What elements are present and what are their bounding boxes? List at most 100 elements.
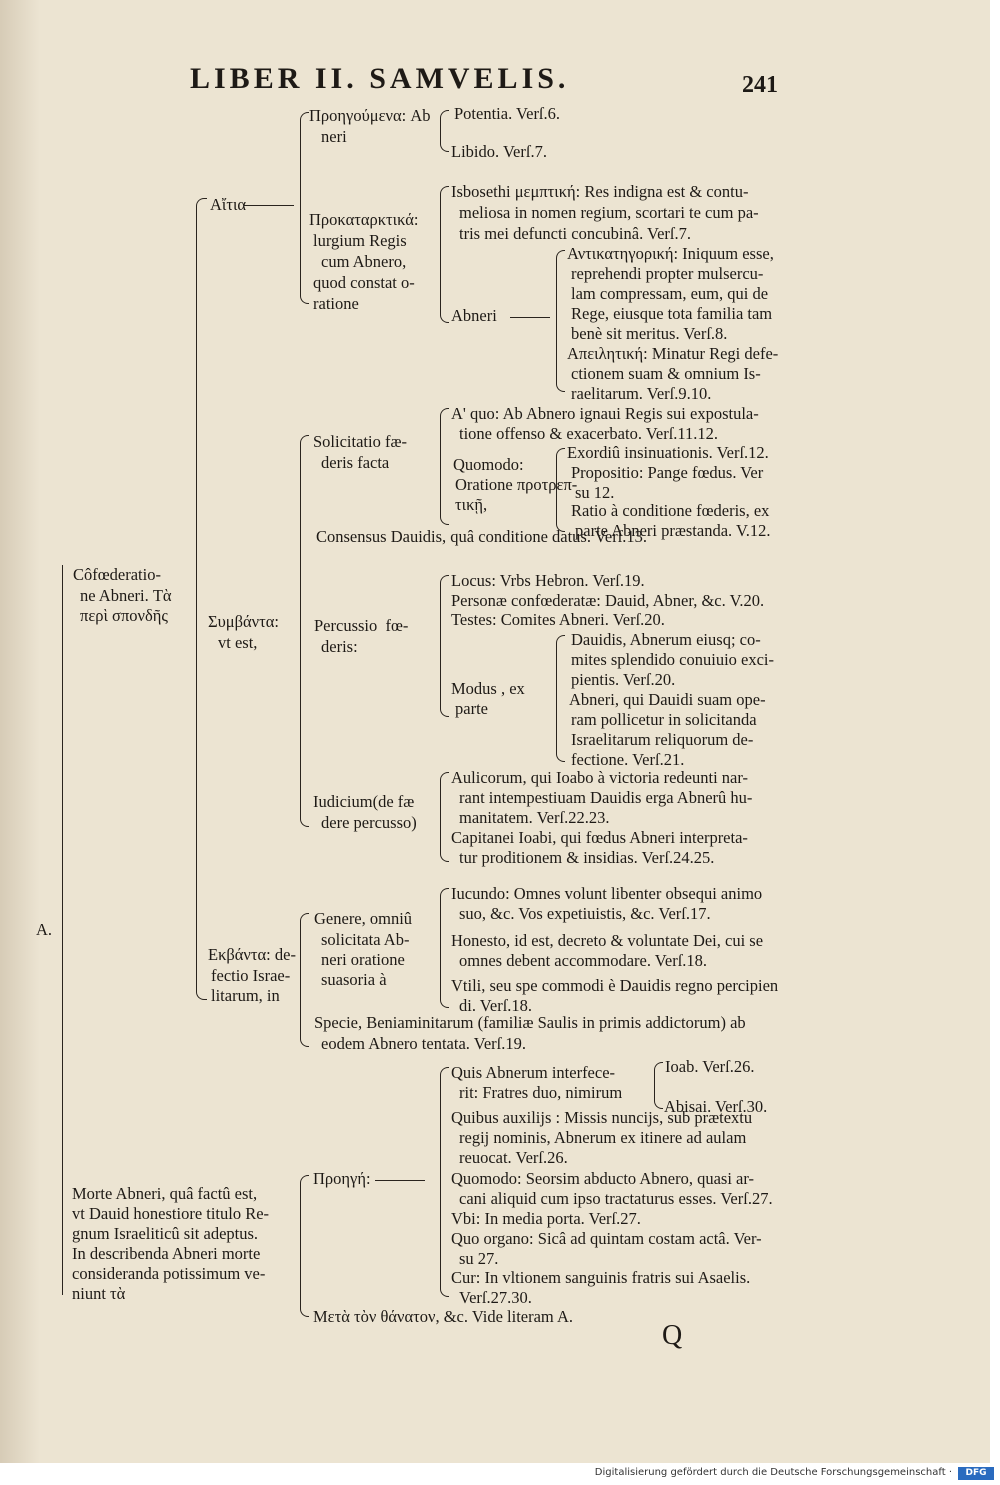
outline-line: cani aliquid cum ipso tractaturus esses.… <box>459 1189 773 1208</box>
outline-line: In describenda Abneri morte <box>72 1244 261 1263</box>
bracket-abneri <box>556 250 565 392</box>
outline-line: Honesto, id est, decreto & voluntate Dei… <box>451 931 764 950</box>
outline-line: regij nominis, Abnerum ex itinere ad aul… <box>459 1128 747 1147</box>
outline-line: Iudicium(de fæ <box>313 792 415 811</box>
outline-line: manitatem. Verſ.22.23. <box>459 808 610 827</box>
outline-line: tione offenso & exacerbato. Verſ.11.12. <box>459 424 719 443</box>
outline-line: solicitata Ab- <box>321 930 410 949</box>
outline-line: Consensus Dauidis, quâ conditione datus.… <box>316 527 648 546</box>
bracket-morte <box>300 1175 309 1317</box>
dfg-logo-icon: DFG <box>958 1467 994 1480</box>
bracket-a-root <box>62 565 63 1295</box>
outline-line: Abneri <box>451 306 497 325</box>
outline-line: Συμβάντα: <box>208 612 279 631</box>
outline-line: parte <box>455 699 488 718</box>
outline-line: ram pollicetur in solicitanda <box>571 710 757 729</box>
bracket-ekbanta <box>300 913 309 1047</box>
outline-line: litarum, in <box>211 986 280 1005</box>
outline-line: Αντικατηγορική: Iniquum esse, <box>567 244 774 263</box>
outline-line: dere percusso) <box>321 813 417 832</box>
outline-line: niunt τὰ <box>72 1284 126 1303</box>
outline-line: Quis Abnerum interfece- <box>451 1063 616 1082</box>
outline-line: consideranda potissimum ve- <box>72 1264 266 1283</box>
bracket-proegoumena <box>440 110 449 152</box>
outline-line: Isbosethi μεμπτική: Res indigna est & co… <box>451 182 749 201</box>
outline-line: Dauidis, Abnerum eiusq; co- <box>571 630 761 649</box>
outline-line: rit: Fratres duo, nimirum <box>459 1083 623 1102</box>
outline-line: fectio Israe- <box>211 966 291 985</box>
folio-number: 241 <box>742 72 778 98</box>
outline-line: su 27. <box>459 1249 499 1268</box>
outline-line: cum Abnero, <box>321 252 407 271</box>
outline-line: Modus , ex <box>451 679 525 698</box>
bracket-genere <box>440 888 449 1008</box>
outline-line: su 12. <box>575 483 615 502</box>
bracket-iudicium <box>440 772 449 862</box>
outline-line: lam compressam, eum, qui de <box>571 284 769 303</box>
outline-line: Capitanei Ioabi, qui fœdus Abneri interp… <box>451 828 748 847</box>
outline-line: Exordiû insinuationis. Verſ.12. <box>567 443 769 462</box>
outline-line: eodem Abnero tentata. Verſ.19. <box>321 1034 526 1053</box>
outline-line: mites splendido conuiuio exci- <box>571 650 775 669</box>
outline-line: Προκαταρκτικά: <box>309 210 419 229</box>
outline-line: gnum Israeliticû sit adeptus. <box>72 1224 259 1243</box>
outline-line: vt est, <box>218 633 258 652</box>
outline-line: Potentia. Verſ.6. <box>454 104 561 123</box>
outline-line: parte Abneri præstanda. V.12. <box>575 521 771 540</box>
footer-credit: Digitalisierung gefördert durch die Deut… <box>594 1467 952 1478</box>
outline-line: Oratione προτρεπ- <box>455 475 578 494</box>
link-aitia <box>244 205 294 206</box>
outline-line: A' quo: Ab Abnero ignaui Regis sui expos… <box>451 404 759 423</box>
outline-line: Israelitarum reliquorum de- <box>571 730 754 749</box>
outline-line: meliosa in nomen regium, scortari te cum… <box>459 203 759 222</box>
outline-line: Côfœderatio- <box>73 565 161 584</box>
outline-line: reuocat. Verſ.26. <box>459 1148 568 1167</box>
outline-line: neri <box>321 127 347 146</box>
outline-line: deris: <box>321 637 358 656</box>
outline-line: pientis. Verſ.20. <box>571 670 676 689</box>
link-abneri <box>510 317 550 318</box>
outline-line: deris facta <box>321 453 390 472</box>
digitization-footer: Digitalisierung gefördert durch die Deut… <box>0 1463 1000 1485</box>
outline-line: Απειλητική: Minatur Regi defe- <box>567 344 779 363</box>
outline-line: Locus: Vrbs Hebron. Verſ.19. <box>451 571 645 590</box>
outline-line: neri oratione <box>321 950 405 969</box>
link-proegoumena-morte <box>375 1180 425 1181</box>
tie-morte <box>62 1160 63 1295</box>
outline-line: Εκβάντα: de- <box>208 945 296 964</box>
outline-line: τικῇ, <box>455 495 488 514</box>
bracket-proege <box>440 1067 449 1297</box>
outline-line: ratione <box>313 294 359 313</box>
bracket-aitia <box>300 112 309 304</box>
outline-line: περὶ σπονδῆς <box>80 606 168 625</box>
bracket-quis <box>654 1062 663 1109</box>
outline-line: Percussio fœ- <box>314 616 409 635</box>
outline-line: Quibus auxilijs : Missis nuncijs, sub pr… <box>451 1108 753 1127</box>
outline-line: Abneri, qui Dauidi suam ope- <box>569 690 766 709</box>
outline-line: di. Verſ.18. <box>459 996 533 1015</box>
outline-line: ne Abneri. Τὰ <box>80 586 172 605</box>
outline-line: Libido. Verſ.7. <box>451 142 547 161</box>
outline-line: Μετὰ τὸν θάνατον, &c. Vide literam A. <box>313 1307 574 1326</box>
outline-line: Vbi: In media porta. Verſ.27. <box>451 1209 641 1228</box>
outline-line: benè sit meritus. Verſ.8. <box>571 324 728 343</box>
outline-line: Quomodo: <box>453 455 524 474</box>
outline-line: Quomodo: Seorsim abducto Abnero, quasi a… <box>451 1169 755 1188</box>
outline-line: Personæ confœderatæ: Dauid, Abner, &c. V… <box>451 591 765 610</box>
outline-line: rant intempestiuam Dauidis erga Abnerû h… <box>459 788 753 807</box>
outline-line: Ratio à conditione fœderis, ex <box>571 501 770 520</box>
outline-line: Solicitatio fæ- <box>313 432 407 451</box>
outline-line: reprehendi propter mulsercu- <box>571 264 764 283</box>
bracket-modus <box>556 635 565 762</box>
outline-line: Ioab. Verſ.26. <box>665 1057 755 1076</box>
page-gutter-shadow <box>0 0 40 1463</box>
outline-line: Testes: Comites Abneri. Verſ.20. <box>451 610 665 629</box>
outline-line: Morte Abneri, quâ factû est, <box>72 1184 258 1203</box>
outline-line: Προηγή: <box>313 1169 371 1188</box>
outline-line: Aulicorum, qui Ioabo à victoria redeunti… <box>451 768 749 787</box>
outline-line: tur proditionem & insidias. Verſ.24.25. <box>459 848 715 867</box>
signature-mark: Q <box>662 1320 683 1351</box>
outline-line: Genere, omniû <box>314 909 413 928</box>
outline-line: raelitarum. Verſ.9.10. <box>571 384 712 403</box>
